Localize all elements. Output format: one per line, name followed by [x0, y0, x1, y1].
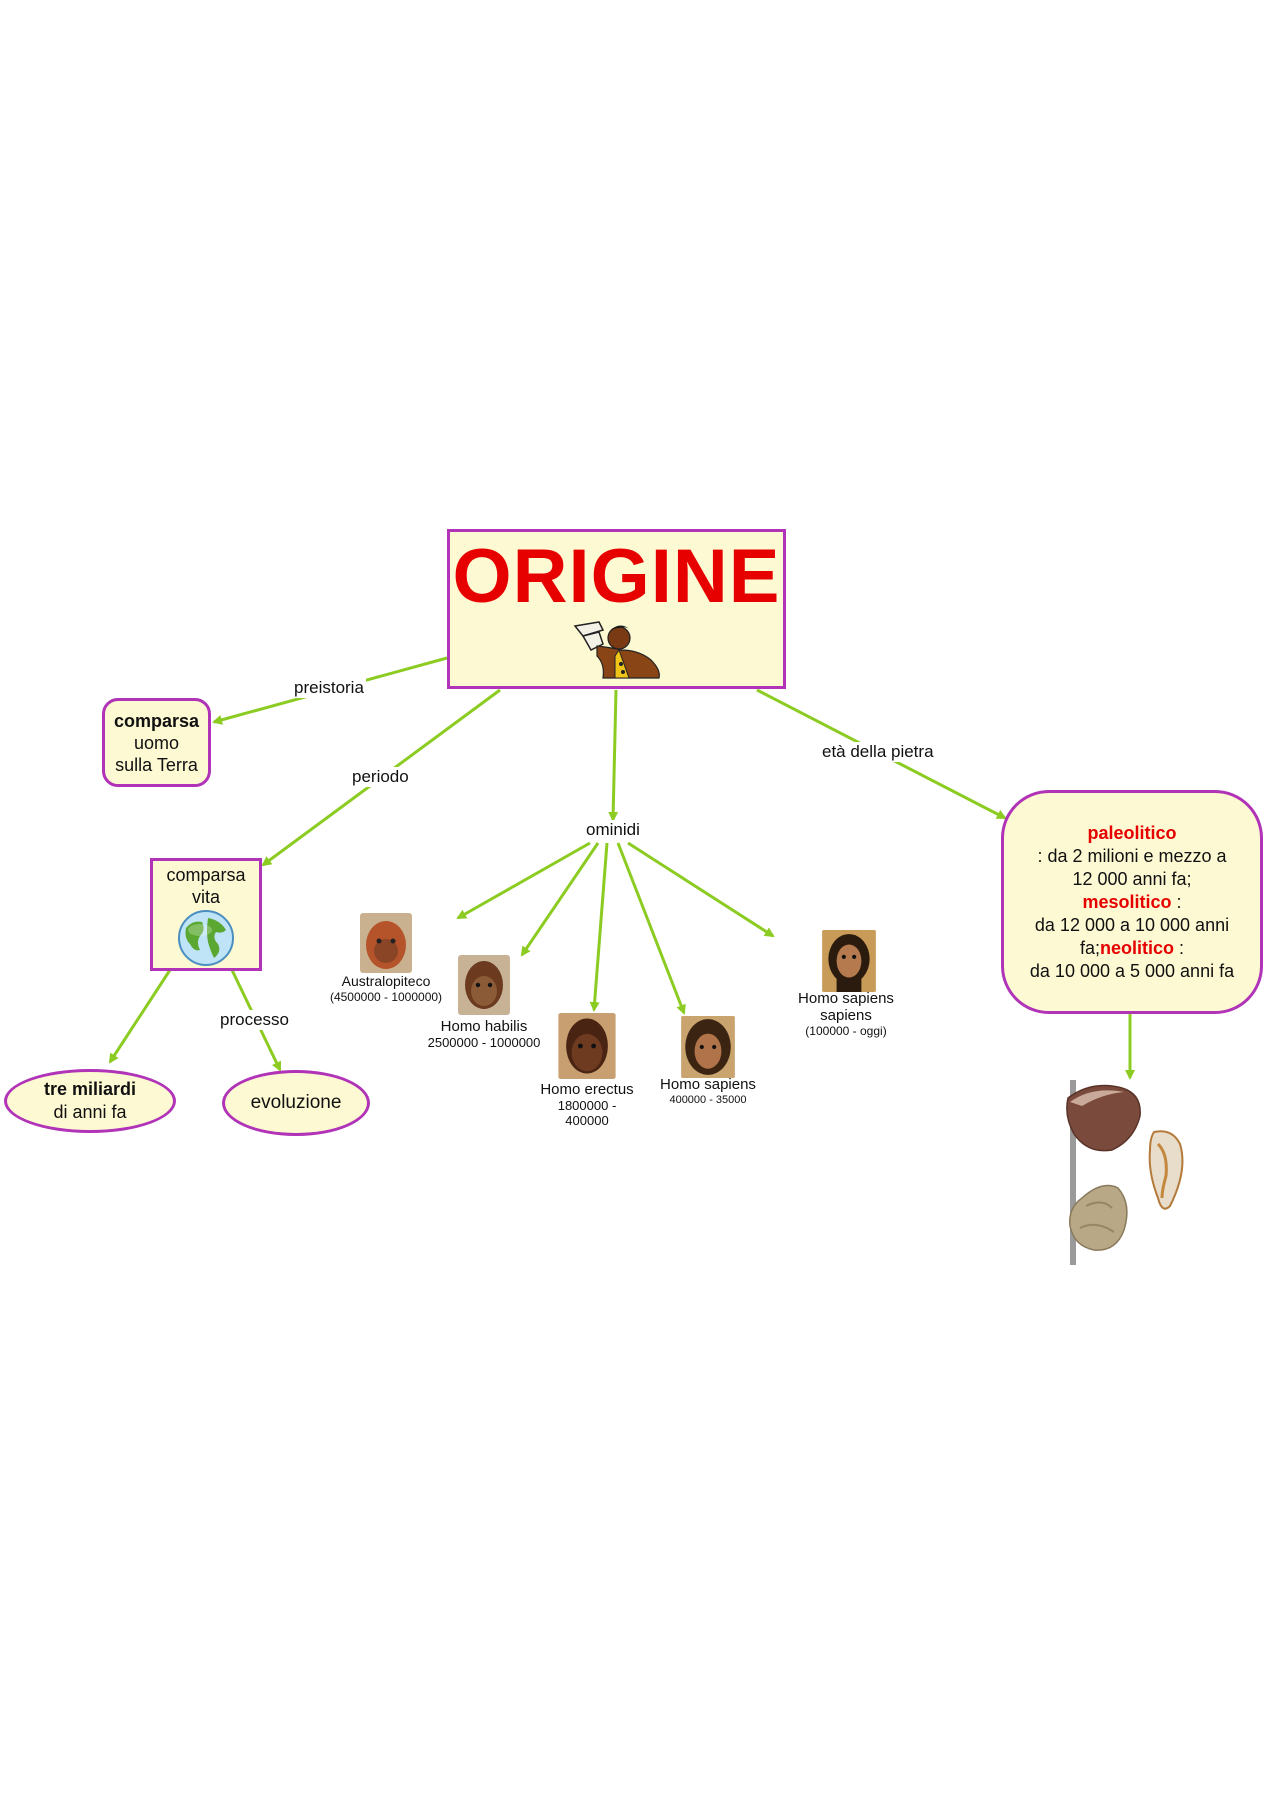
homo-sapiens-name: Homo sapiens: [652, 1076, 764, 1093]
paleolitico-label: paleolitico: [1087, 822, 1176, 845]
neolitico-text-a: :: [1174, 938, 1184, 958]
caveman-drinking-icon: [569, 620, 665, 680]
australopiteco-name: Australopiteco: [322, 973, 450, 990]
edge-label-processo: processo: [218, 1010, 291, 1030]
homo-sapiens-sapiens-dates: (100000 - oggi): [786, 1024, 906, 1039]
comparsa-vita-line2: vita: [192, 886, 220, 908]
tre-miliardi-node: tre miliardi di anni fa: [4, 1069, 176, 1133]
comparsa-uomo-line2: uomo: [134, 732, 179, 754]
edge-label-preistoria: preistoria: [292, 678, 366, 698]
comparsa-vita-line1: comparsa: [166, 864, 245, 886]
stone-tools-icon: [1062, 1080, 1202, 1265]
edge-ominidi-sapiens: [618, 843, 684, 1013]
mesolitico-text-b: da 12 000 a 10 000 anni: [1035, 914, 1229, 937]
paleolitico-text-b: 12 000 anni fa;: [1072, 868, 1191, 891]
evoluzione-text: evoluzione: [251, 1092, 342, 1114]
australopiteco-dates: (4500000 - 1000000): [322, 990, 450, 1005]
neolitico-text-b: da 10 000 a 5 000 anni fa: [1030, 960, 1234, 983]
homo-erectus-dates-b: 400000: [532, 1113, 642, 1128]
edge-ominidi-erectus: [594, 843, 607, 1010]
comparsa-uomo-bold: comparsa: [114, 710, 199, 732]
homo-sapiens-sapiens-caption: Homo sapiens sapiens (100000 - oggi): [786, 990, 906, 1039]
homo-habilis-portrait: [458, 955, 510, 1015]
evoluzione-node: evoluzione: [222, 1070, 370, 1136]
homo-sapiens-sapiens-portrait: [821, 930, 877, 992]
edge-label-periodo: periodo: [350, 767, 411, 787]
homo-erectus-name: Homo erectus: [532, 1081, 642, 1098]
australopiteco-caption: Australopiteco (4500000 - 1000000): [322, 973, 450, 1005]
edge-vita-tre-miliardi: [110, 970, 170, 1062]
comparsa-uomo-line3: sulla Terra: [115, 754, 198, 776]
origine-node: ORIGINE: [447, 529, 786, 689]
homo-sapiens-dates: 400000 - 35000: [652, 1093, 764, 1108]
homo-erectus-caption: Homo erectus 1800000 - 400000: [532, 1081, 642, 1128]
homo-habilis-name: Homo habilis: [422, 1018, 546, 1035]
edge-ominidi-habilis: [522, 843, 598, 955]
comparsa-vita-node: comparsa vita: [150, 858, 262, 971]
homo-habilis-dates: 2500000 - 1000000: [422, 1035, 546, 1050]
edge-label-ominidi: ominidi: [584, 820, 642, 840]
neolitico-label: neolitico: [1100, 938, 1174, 958]
mesolitico-text-a: :: [1172, 892, 1182, 912]
homo-sapiens-caption: Homo sapiens 400000 - 35000: [652, 1076, 764, 1108]
edge-ominidi-australopiteco: [458, 843, 590, 918]
homo-sapiens-sapiens-name-a: Homo sapiens: [786, 990, 906, 1007]
homo-erectus-dates-a: 1800000 -: [532, 1098, 642, 1113]
mesolitico-text-c: fa;: [1080, 938, 1100, 958]
eta-pietra-node: paleolitico : da 2 milioni e mezzo a 12 …: [1001, 790, 1263, 1014]
comparsa-uomo-node: comparsa uomo sulla Terra: [102, 698, 211, 787]
edge-origine-ominidi: [613, 690, 616, 820]
homo-habilis-caption: Homo habilis 2500000 - 1000000: [422, 1018, 546, 1050]
australopiteco-portrait: [360, 913, 412, 973]
mesolitico-label: mesolitico: [1082, 892, 1171, 912]
globe-icon: [176, 908, 236, 968]
paleolitico-text-a: : da 2 milioni e mezzo a: [1037, 845, 1226, 868]
homo-erectus-portrait: [558, 1013, 616, 1079]
tre-miliardi-line2: di anni fa: [53, 1101, 126, 1124]
homo-sapiens-sapiens-name-b: sapiens: [786, 1007, 906, 1024]
homo-sapiens-portrait: [680, 1016, 736, 1078]
origine-title: ORIGINE: [453, 536, 781, 618]
edge-ominidi-sapiens-sapiens: [628, 843, 773, 936]
edge-label-eta-della-pietra: età della pietra: [820, 742, 936, 762]
tre-miliardi-bold: tre miliardi: [44, 1078, 136, 1101]
